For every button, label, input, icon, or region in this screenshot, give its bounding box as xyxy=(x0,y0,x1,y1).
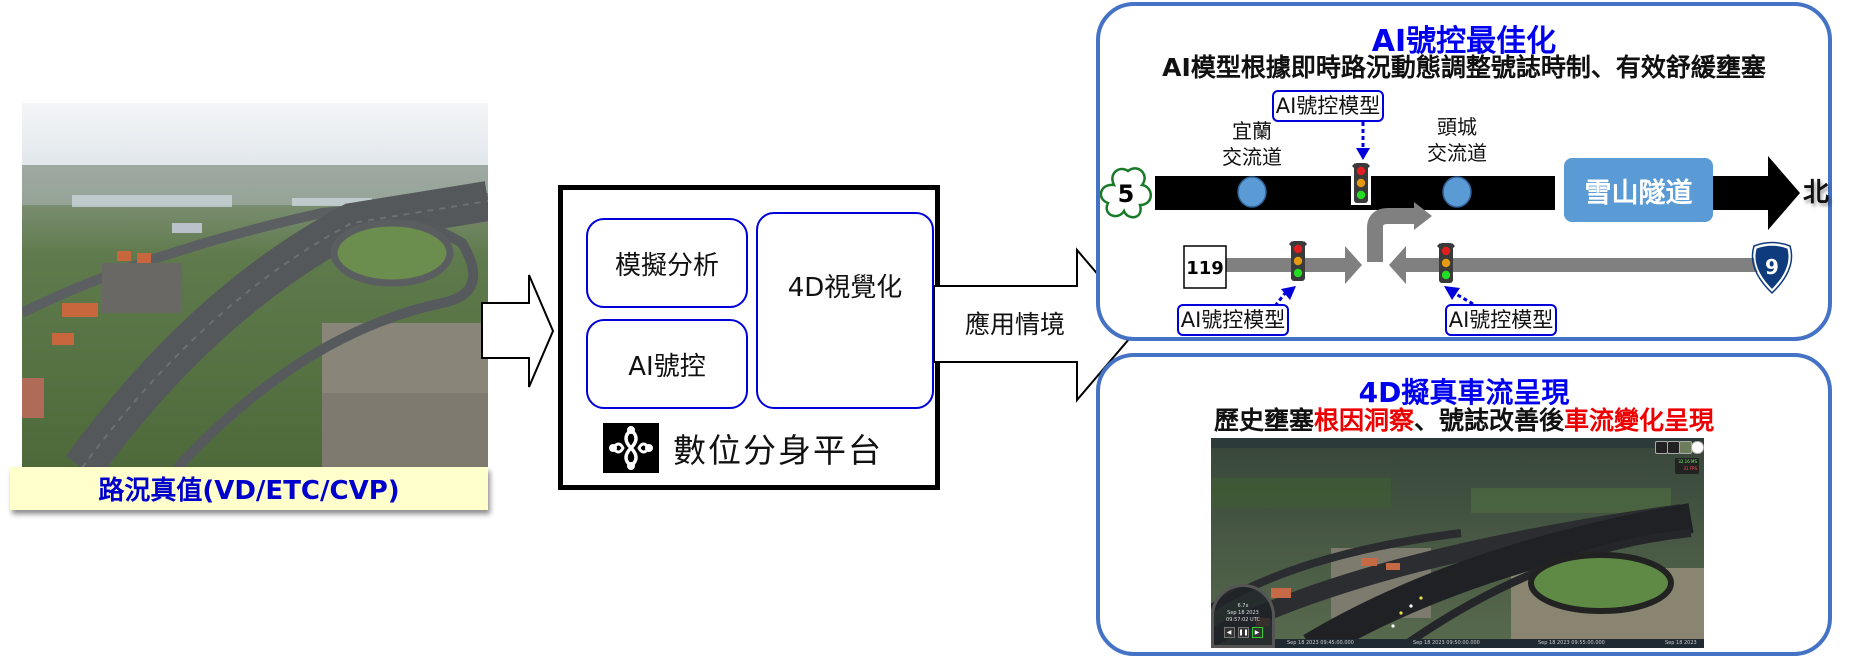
toucheng-interchange-marker xyxy=(1442,176,1472,208)
traffic-light-9 xyxy=(1437,243,1455,283)
hsuehshan-tunnel-label: 雪山隧道 xyxy=(1564,158,1713,222)
subtitle-highlight: 車流變化呈現 xyxy=(1564,406,1715,435)
digital-twin-platform-box: 模擬分析 AI號控 4D視覺化 數位分身平台 xyxy=(558,185,940,490)
performance-stats: 32.16 MS 31 FPS xyxy=(1675,458,1699,474)
rewind-icon[interactable]: ◀ xyxy=(1223,627,1235,638)
module-label: AI號控 xyxy=(628,351,706,382)
road-network-diagram: 5 119 9 xyxy=(1100,122,1800,307)
digital-twin-logo-icon xyxy=(603,423,659,473)
freeway-shield-5 xyxy=(1100,167,1152,219)
module-label: 4D視覺化 xyxy=(787,273,903,303)
county-road-shield-119 xyxy=(1183,245,1227,289)
timeline-label: Sep 18 2023 xyxy=(1665,640,1697,646)
input-arrow xyxy=(481,274,555,388)
ground-truth-label: 路況真值(VD/ETC/CVP) xyxy=(10,467,488,510)
help-icon[interactable] xyxy=(1691,441,1704,454)
county-road-119 xyxy=(1212,258,1347,272)
toucheng-interchange-label: 頭城交流道 xyxy=(1427,115,1487,165)
module-label: 模擬分析 xyxy=(614,250,719,281)
timeline-label: Sep 18 2023 09:55:00.000 xyxy=(1538,640,1605,646)
ai-signal-optimization-panel: AI號控最佳化 AI模型根據即時路況動態調整號誌時制、有效舒緩壅塞 5 xyxy=(1096,2,1832,341)
animation-clock-widget: 6.7x Sep 18 2023 09:57:02 UTC ◀ ❚❚ ▶ xyxy=(1211,584,1275,648)
turn-arrow-head xyxy=(1414,202,1432,230)
playback-date: Sep 18 2023 xyxy=(1227,610,1259,616)
timeline-label: Sep 18 2023 09:45:00.000 xyxy=(1287,640,1354,646)
module-ai-signal-control[interactable]: AI號控 xyxy=(586,319,748,409)
freeway-shield-number: 5 xyxy=(1118,180,1135,208)
4d-traffic-visualization-panel: 4D擬真車流呈現 歷史壅塞根因洞察、號誌改善後車流變化呈現 xyxy=(1096,353,1832,656)
ai-model-tag-provincial-road: AI號控模型 xyxy=(1445,304,1557,336)
subtitle-highlight: 根因洞察 xyxy=(1313,406,1414,435)
highway-aerial-photo xyxy=(22,103,488,468)
subtitle-part: 、號誌改善後 xyxy=(1414,406,1565,435)
traffic-light-119 xyxy=(1289,241,1307,281)
pause-icon[interactable]: ❚❚ xyxy=(1237,627,1249,638)
panel-subtitle: 歷史壅塞根因洞察、號誌改善後車流變化呈現 xyxy=(1100,401,1828,437)
3d-scene-render xyxy=(1211,438,1704,648)
panel-title: AI號控最佳化 xyxy=(1371,24,1557,59)
north-direction-arrow xyxy=(1768,156,1800,230)
north-direction-label: 北 xyxy=(1803,178,1830,208)
county-road-shield-number: 119 xyxy=(1186,258,1224,279)
playback-speed: 6.7x xyxy=(1237,603,1249,609)
platform-footer: 數位分身平台 xyxy=(603,420,883,476)
module-simulation-analysis[interactable]: 模擬分析 xyxy=(586,218,748,308)
ai-model-tag-freeway: AI號控模型 xyxy=(1272,90,1384,122)
timeline-scrubber[interactable]: Sep 18 2023 09:45:00.000 Sep 18 2023 09:… xyxy=(1273,639,1704,648)
yilan-interchange-label: 宜蘭交流道 xyxy=(1222,119,1282,169)
traffic-light-freeway xyxy=(1351,161,1371,205)
module-4d-visualization[interactable]: 4D視覺化 xyxy=(756,212,934,409)
platform-name: 數位分身平台 xyxy=(673,431,883,470)
timeline-label: Sep 18 2023 09:50:00.000 xyxy=(1413,640,1480,646)
provincial-road-shield-9 xyxy=(1751,241,1793,295)
playback-time: 09:57:02 UTC xyxy=(1226,617,1260,623)
3d-traffic-viewer[interactable]: 32.16 MS 31 FPS Sep 18 2023 09:45:00.000… xyxy=(1211,438,1704,648)
panel-title: 4D擬真車流呈現 xyxy=(1358,376,1570,409)
yilan-interchange-marker xyxy=(1237,176,1267,208)
provincial-shield-number: 9 xyxy=(1765,255,1779,279)
subtitle-part: 歷史壅塞 xyxy=(1213,406,1314,435)
panel-subtitle: AI模型根據即時路況動態調整號誌時制、有效舒緩壅塞 xyxy=(1162,53,1766,82)
play-icon[interactable]: ▶ xyxy=(1251,627,1263,638)
ai-model-tag-county-road: AI號控模型 xyxy=(1177,304,1289,336)
application-scenario-label: 應用情境 xyxy=(964,310,1065,339)
aerial-photo-illustration xyxy=(22,103,488,468)
